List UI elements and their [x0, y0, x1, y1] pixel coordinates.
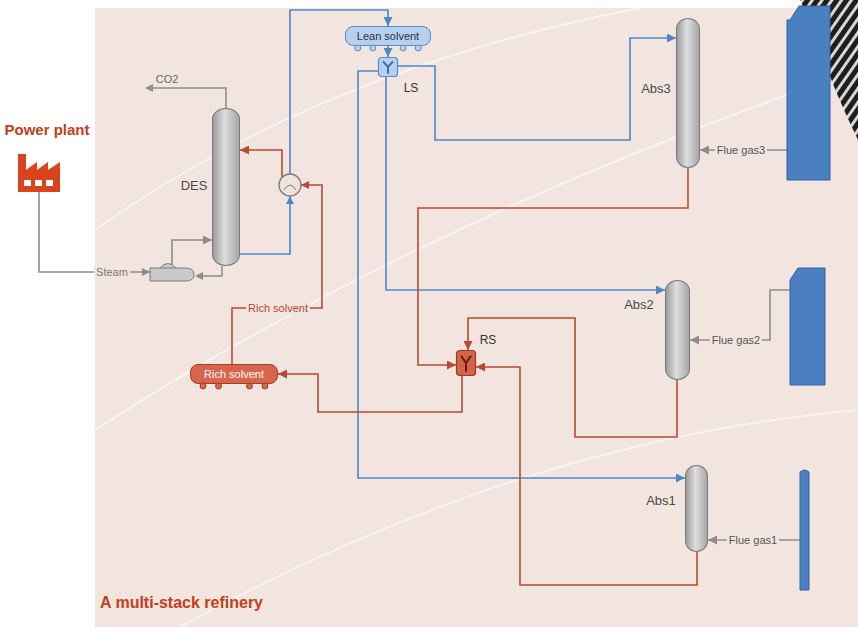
tank-wheels	[346, 45, 430, 53]
decor-swoosh	[95, 70, 858, 430]
unit-label: Flue gas3	[715, 144, 767, 157]
stack-symbol	[800, 468, 809, 590]
splitter-glyph	[461, 356, 471, 372]
rich-hx-arrowhead	[301, 181, 309, 189]
flow-connector	[386, 77, 665, 290]
unit-label: RS	[480, 334, 497, 348]
decor-swoosh	[180, 410, 858, 627]
lean-solvent-tank: Lean solvent	[345, 26, 431, 46]
factory-window	[46, 180, 53, 186]
stack-body	[800, 470, 809, 590]
absorber-column: Abs1	[685, 465, 708, 552]
co2-vent-line	[152, 88, 226, 108]
splitter-body	[457, 351, 476, 376]
tank-wheel	[216, 383, 222, 389]
absorber-column: Abs2	[665, 280, 690, 380]
tank-wheel	[262, 383, 268, 389]
unit-label: Abs2	[624, 298, 654, 313]
flow-connector	[358, 71, 685, 478]
stream-label: Rich solvent	[246, 302, 310, 315]
tank-wheel	[200, 383, 206, 389]
stream-label: Steam	[94, 266, 130, 279]
flue-stack: Flue gas1	[800, 468, 809, 590]
splitter-symbol	[456, 350, 476, 376]
plant-symbol	[18, 150, 60, 192]
stack-symbol	[790, 268, 825, 385]
flow-connector	[690, 290, 790, 340]
flow-connector	[278, 374, 462, 412]
flue-stack: Flue gas2	[790, 268, 825, 385]
unit-label: Abs3	[641, 82, 671, 97]
flow-connector	[398, 38, 676, 140]
tank-label: Lean solvent	[357, 30, 419, 43]
bottoms-arrowhead	[195, 272, 203, 280]
heat-exchanger-symbol	[279, 174, 301, 196]
stream-label: CO2	[156, 73, 179, 86]
tank-wheel	[246, 383, 252, 389]
flow-connector	[387, 46, 389, 57]
tank-wheel	[370, 45, 376, 51]
background-panel	[95, 8, 858, 627]
flow-connector	[240, 10, 388, 254]
absorber-column: Abs3	[676, 18, 700, 168]
factory-window	[24, 180, 31, 186]
stack-body	[787, 6, 830, 180]
tank-label: Rich solvent	[204, 368, 264, 381]
stack-body	[790, 268, 825, 385]
tank-wheel	[400, 45, 406, 51]
reboiler-symbol	[150, 268, 194, 281]
splitter-body	[379, 58, 398, 77]
steam-arrowhead	[142, 268, 150, 276]
tank-wheels	[191, 383, 277, 391]
factory-icon	[18, 154, 60, 192]
tank-wheel	[355, 45, 361, 51]
unit-label: DES	[181, 179, 208, 194]
unit-label: Flue gas2	[710, 334, 762, 347]
figure-caption: A multi-stack refinery	[100, 594, 263, 612]
flow-connector	[418, 168, 688, 365]
desorber-column: DES	[212, 108, 240, 266]
lean-hx-arrowhead	[286, 196, 294, 204]
rich-solvent-tank: Rich solvent	[190, 364, 278, 384]
splitter-symbol	[378, 57, 398, 77]
flow-connector	[468, 318, 677, 437]
decor-swoosh	[95, 8, 640, 230]
co2-arrowhead	[145, 84, 153, 92]
flue-stack: Flue gas3	[787, 6, 830, 180]
heat-exchanger-coil	[284, 185, 296, 190]
reboiler-dome	[160, 264, 176, 269]
unit-label: Power plant	[4, 121, 89, 138]
unit-label: Flue gas1	[727, 534, 779, 547]
factory-window	[35, 180, 42, 186]
tank-wheel	[415, 45, 421, 51]
bottoms-line	[202, 266, 222, 276]
lean-splitter: LS	[378, 57, 398, 77]
rich-mixer: RS	[456, 350, 476, 376]
splitter-glyph	[383, 61, 393, 73]
unit-label: Abs1	[646, 494, 676, 509]
stack-symbol	[787, 6, 830, 180]
unit-label: LS	[404, 82, 419, 96]
flow-connector	[39, 192, 212, 272]
flow-connector	[232, 150, 322, 364]
flow-connector	[476, 367, 697, 585]
power-plant-icon: Power plant	[18, 150, 60, 192]
